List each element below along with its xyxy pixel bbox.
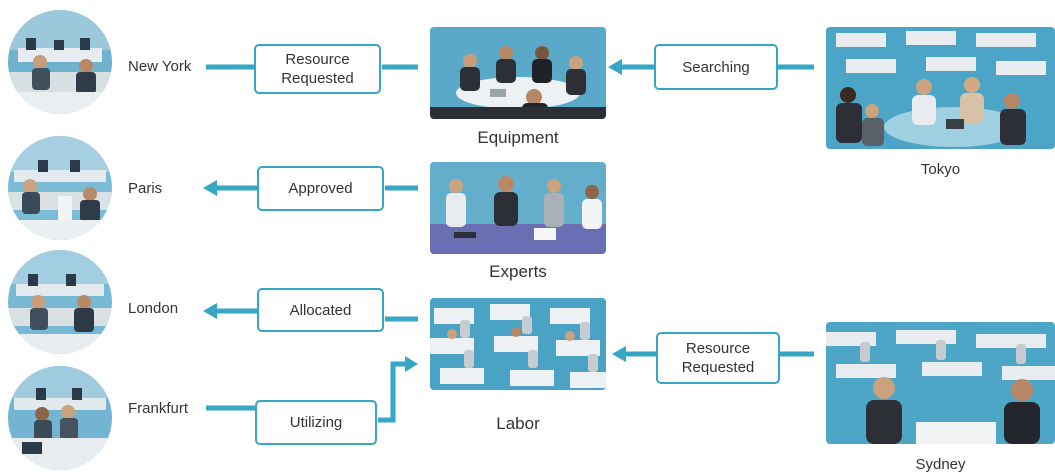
status-text-line2: Requested <box>281 70 354 87</box>
city-label-newyork: New York <box>128 58 192 75</box>
labor-photo <box>430 298 606 390</box>
status-box-utilizing: Utilizing <box>255 400 377 445</box>
frankfurt-photo <box>8 366 112 470</box>
status-text-line1: Resource <box>285 51 350 68</box>
arrowhead-labor-utilizing <box>405 356 418 372</box>
resource-label-equipment: Equipment <box>477 128 559 147</box>
arrowhead-labor-sydney <box>612 346 626 362</box>
status-text-line1: Resource <box>685 340 751 357</box>
office-label-tokyo: Tokyo <box>920 161 961 178</box>
resource-label-labor: Labor <box>496 414 540 433</box>
london-photo <box>8 250 112 354</box>
tokyo-photo <box>826 27 1055 149</box>
city-label-paris: Paris <box>128 180 163 197</box>
status-box-newyork-resource-requested: Resource Requested <box>254 44 381 94</box>
status-box-approved: Approved <box>257 166 384 211</box>
city-label-london: London <box>128 300 179 317</box>
status-box-allocated: Allocated <box>257 288 384 332</box>
equipment-photo <box>430 27 606 119</box>
experts-photo <box>430 162 606 254</box>
newyork-photo <box>8 10 112 114</box>
status-box-searching: Searching <box>654 44 778 90</box>
office-label-sydney: Sydney <box>915 456 966 473</box>
arrowhead-equipment <box>608 59 622 75</box>
arrowhead-london <box>203 303 217 319</box>
status-box-sydney-resource-requested: Resource Requested <box>656 332 780 384</box>
city-label-frankfurt: Frankfurt <box>128 400 189 417</box>
paris-photo <box>8 136 112 240</box>
resource-label-experts: Experts <box>489 262 547 281</box>
connector-utilizing-to-labor <box>378 361 407 423</box>
status-text-line2: Requested <box>681 359 755 376</box>
arrowhead-paris <box>203 180 217 196</box>
sydney-photo <box>826 322 1055 444</box>
